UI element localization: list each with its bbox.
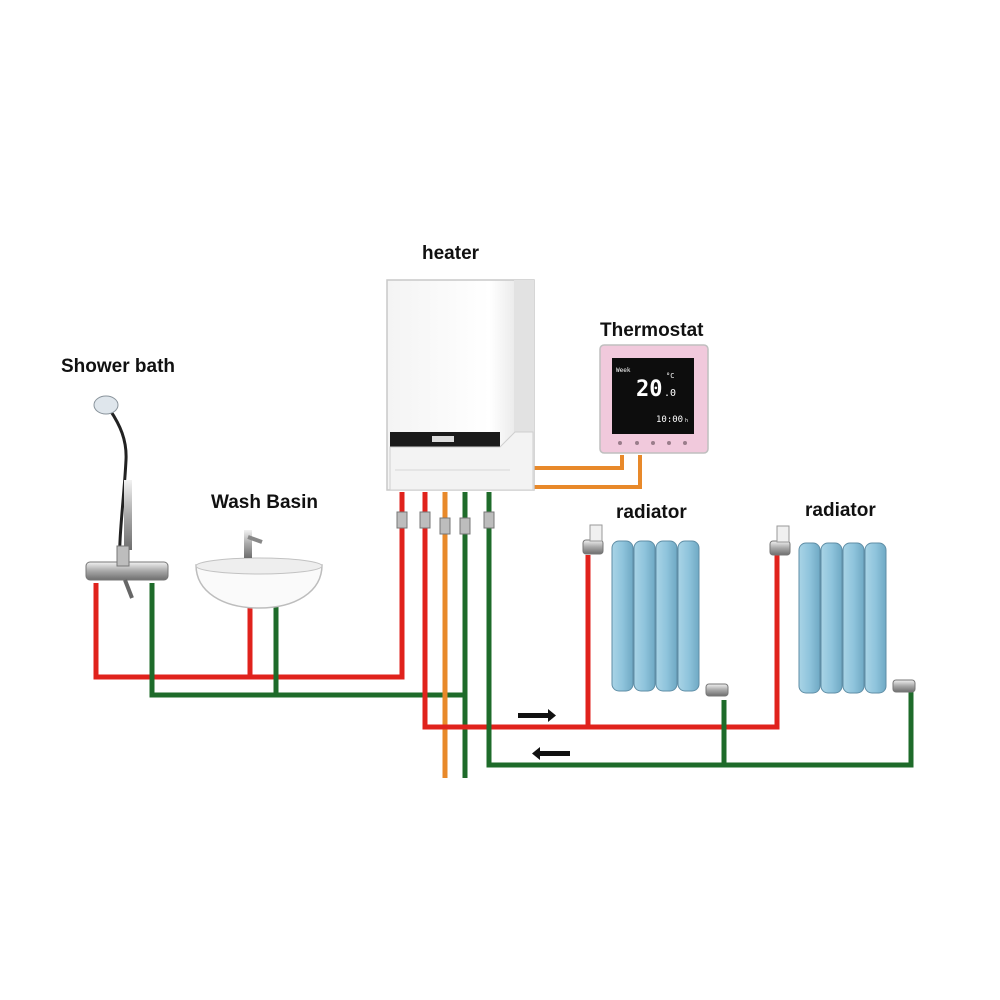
thermostat-temperature: 20 bbox=[636, 377, 663, 402]
radiator-2 bbox=[769, 525, 916, 694]
thermostat-time-suffix: h bbox=[685, 418, 688, 424]
cold-pipe-heating-return bbox=[486, 492, 914, 768]
shower-label: Shower bath bbox=[61, 356, 176, 377]
cold-pipe-domestic bbox=[149, 583, 465, 698]
thermostat-wire-1 bbox=[525, 455, 624, 470]
arrow-right-icon bbox=[518, 709, 556, 722]
arrow-left-icon bbox=[532, 747, 570, 760]
pipe-network bbox=[93, 455, 914, 778]
heater-label: heater bbox=[422, 243, 480, 264]
radiator-1-label: radiator bbox=[616, 502, 687, 523]
wash-basin bbox=[195, 530, 323, 609]
thermostat-mode: Week bbox=[616, 367, 631, 374]
thermostat-time: 10:00 bbox=[656, 415, 683, 425]
radiator-1 bbox=[582, 524, 729, 697]
radiator-2-label: radiator bbox=[805, 500, 876, 521]
thermostat-unit: °C bbox=[666, 372, 674, 380]
heater-valves bbox=[396, 511, 495, 535]
heater-unit bbox=[386, 279, 535, 535]
shower-bath bbox=[85, 395, 169, 599]
basin-label: Wash Basin bbox=[211, 492, 318, 513]
thermostat-decimal: .0 bbox=[664, 388, 676, 399]
thermostat-wire-2 bbox=[510, 455, 642, 489]
thermostat-device bbox=[599, 344, 709, 454]
hot-pipe-heating-supply bbox=[422, 492, 780, 730]
thermostat-label: Thermostat bbox=[600, 320, 704, 341]
